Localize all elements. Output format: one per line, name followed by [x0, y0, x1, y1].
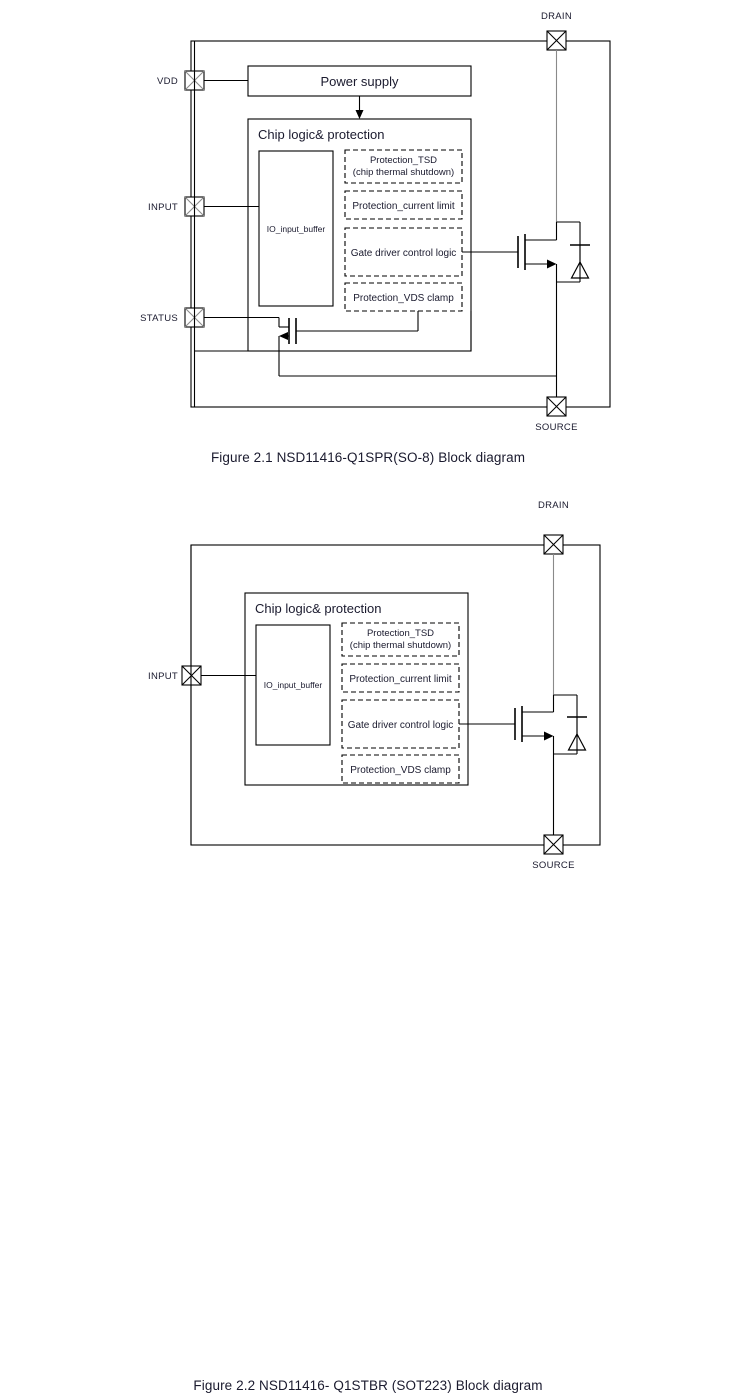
protection-current-limit-block-fig1	[344, 190, 463, 220]
protection-tsd-block-fig1	[344, 149, 463, 184]
gate-driver-label-fig1: Gate driver control logic	[351, 248, 457, 259]
pin-source	[546, 396, 567, 417]
chip-logic-title-fig1: Chip logic& protection	[258, 127, 384, 142]
protection-tsd-line2-fig2: (chip thermal shutdown)	[350, 640, 451, 651]
power-mosfet-fig2	[459, 694, 587, 845]
arrowhead-ps-to-chip	[355, 110, 364, 119]
power-mosfet-fig1	[462, 221, 590, 407]
status-fet-fig1	[278, 311, 419, 376]
power-supply-label: Power supply	[320, 74, 399, 89]
chip-logic-title-fig2: Chip logic& protection	[255, 601, 381, 616]
figure-2-caption: Figure 2.2 NSD11416- Q1STBR (SOT223) Blo…	[193, 1378, 543, 1393]
pin-label-status: STATUS	[140, 313, 178, 324]
protection-vds-clamp-label-fig2: Protection_VDS clamp	[350, 765, 451, 776]
gate-driver-label-fig2: Gate driver control logic	[348, 720, 454, 731]
package-outline-fig2	[190, 544, 601, 846]
protection-current-limit-label-fig1: Protection_current limit	[352, 201, 454, 212]
pin-label-input-fig2: INPUT	[148, 671, 178, 682]
pin-drain-fig2	[543, 534, 564, 555]
figure-1-svg: VDD Power supply Chip logic& protection …	[140, 11, 611, 433]
io-input-buffer-label-fig1: IO_input_buffer	[267, 224, 326, 234]
figure-2-block-diagram: Chip logic& protection IO_input_buffer P…	[0, 480, 736, 1393]
protection-tsd-line2-fig1: (chip thermal shutdown)	[353, 167, 454, 178]
pin-label-source: SOURCE	[535, 422, 577, 433]
power-supply-block	[247, 65, 472, 97]
pin-label-source-fig2: SOURCE	[532, 860, 574, 871]
pin-label-vdd: VDD	[157, 76, 178, 87]
pin-drain	[546, 30, 567, 51]
io-input-buffer-block-fig1	[258, 150, 334, 307]
protection-tsd-line1-fig1: Protection_TSD	[370, 155, 437, 166]
protection-vds-clamp-label-fig1: Protection_VDS clamp	[353, 293, 454, 304]
protection-vds-clamp-block-fig2	[341, 754, 460, 784]
pin-label-input: INPUT	[148, 202, 178, 213]
chip-logic-box-fig2	[244, 592, 469, 786]
pin-label-drain: DRAIN	[541, 11, 572, 22]
figure-1-caption: Figure 2.1 NSD11416-Q1SPR(SO-8) Block di…	[210, 450, 526, 465]
protection-tsd-block-fig2	[341, 622, 460, 657]
protection-current-limit-block-fig2	[341, 663, 460, 693]
figure-2-svg: Chip logic& protection IO_input_buffer P…	[148, 500, 601, 871]
protection-vds-clamp-block-fig1	[344, 282, 463, 312]
figure-1-block-diagram: VDD Power supply Chip logic& protection …	[0, 0, 736, 480]
protection-current-limit-label-fig2: Protection_current limit	[349, 674, 451, 685]
protection-tsd-line1-fig2: Protection_TSD	[367, 628, 434, 639]
pin-label-drain-fig2: DRAIN	[538, 500, 569, 511]
io-input-buffer-label-fig2: IO_input_buffer	[264, 680, 323, 690]
io-input-buffer-block-fig2	[255, 624, 331, 746]
pin-source-fig2	[543, 834, 564, 855]
